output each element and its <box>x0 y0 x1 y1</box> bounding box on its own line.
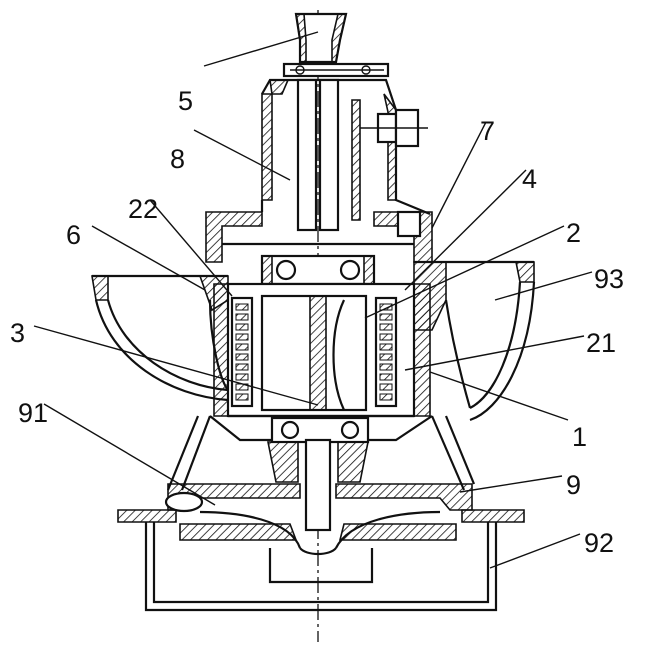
lower-bearing-seal <box>209 415 433 532</box>
leader-line-4 <box>404 169 527 291</box>
part-label-92: 92 <box>584 528 614 558</box>
winding-coil <box>379 363 393 371</box>
part-label-4: 4 <box>522 164 537 194</box>
leader-line-21 <box>404 335 585 371</box>
winding-coil <box>235 343 249 351</box>
winding-coil <box>379 383 393 391</box>
part-label-7: 7 <box>480 116 495 146</box>
winding-coil <box>235 393 249 401</box>
winding-coil <box>235 333 249 341</box>
winding-coil <box>379 393 393 401</box>
winding-coil <box>379 303 393 311</box>
part-label-1: 1 <box>572 422 587 452</box>
leader-line-91 <box>43 403 216 506</box>
winding-coil <box>235 323 249 331</box>
leader-line-1 <box>429 371 569 421</box>
leader-line-9 <box>459 475 563 493</box>
winding-coil <box>235 353 249 361</box>
part-label-9: 9 <box>566 470 581 500</box>
part-label-8: 8 <box>170 144 185 174</box>
left-volute-6 <box>91 274 229 402</box>
leader-line-93 <box>494 271 593 301</box>
part-label-93: 93 <box>594 264 624 294</box>
bearing-cover <box>205 210 433 263</box>
upper-bearing <box>260 254 376 286</box>
winding-coil <box>235 303 249 311</box>
part-label-22: 22 <box>128 194 158 224</box>
winding-coil <box>379 353 393 361</box>
lower-casing <box>166 415 476 491</box>
upper-housing <box>260 78 431 232</box>
part-label-21: 21 <box>586 328 616 358</box>
outlet-nozzle <box>294 12 348 64</box>
leader-line-22 <box>149 199 233 297</box>
part-label-5: 5 <box>178 86 193 116</box>
winding-coil <box>379 343 393 351</box>
leader-line-6 <box>91 225 206 291</box>
winding-coil <box>379 373 393 381</box>
leader-line-3 <box>33 325 319 406</box>
winding-coil <box>235 373 249 381</box>
leader-line-7 <box>431 121 487 229</box>
winding-coil <box>235 313 249 321</box>
part-labels: 5 8 74 22 6 2 93 3 21 1 91 992 <box>10 31 624 569</box>
leader-line-5 <box>203 31 319 67</box>
leader-line-8 <box>193 129 291 181</box>
right-volute-93 <box>413 260 536 422</box>
winding-coil <box>235 363 249 371</box>
motor-assembly <box>213 282 431 418</box>
leader-line-92 <box>489 533 581 569</box>
part-label-2: 2 <box>566 218 581 248</box>
part-label-91: 91 <box>18 398 48 428</box>
part-label-6: 6 <box>66 220 81 250</box>
clamp-fastener <box>282 62 390 78</box>
impeller <box>164 483 473 556</box>
winding-coil <box>379 333 393 341</box>
leader-line-2 <box>364 225 565 319</box>
winding-coil <box>379 313 393 321</box>
winding-coil <box>379 323 393 331</box>
part-label-3: 3 <box>10 318 25 348</box>
